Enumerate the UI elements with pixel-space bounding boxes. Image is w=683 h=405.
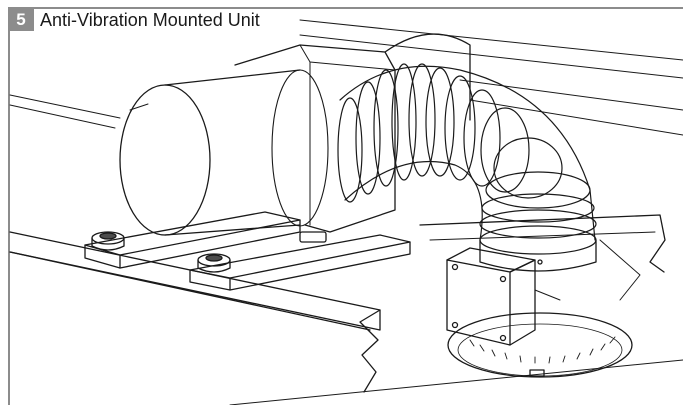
- figure-header: 5 Anti-Vibration Mounted Unit: [8, 9, 266, 31]
- anti-vibration-mount-icon: [91, 231, 231, 273]
- angle-scale-icon: [447, 312, 633, 378]
- rear-cylinder: [384, 33, 471, 121]
- lower-right-beam: [419, 214, 666, 301]
- flexible-duct-icon: [337, 63, 597, 255]
- junction-box-icon: [446, 247, 561, 346]
- duct-outlet: [479, 239, 597, 272]
- figure-title: Anti-Vibration Mounted Unit: [40, 9, 260, 30]
- frame-left-border: [8, 7, 10, 405]
- floor-edge: [229, 359, 683, 405]
- mounting-bracket: [84, 211, 411, 291]
- frame-top-border: [8, 7, 683, 9]
- step-badge: 5: [8, 9, 34, 31]
- joist-beam: [9, 94, 381, 393]
- fan-housing: [119, 69, 329, 236]
- upper-beam: [299, 19, 683, 136]
